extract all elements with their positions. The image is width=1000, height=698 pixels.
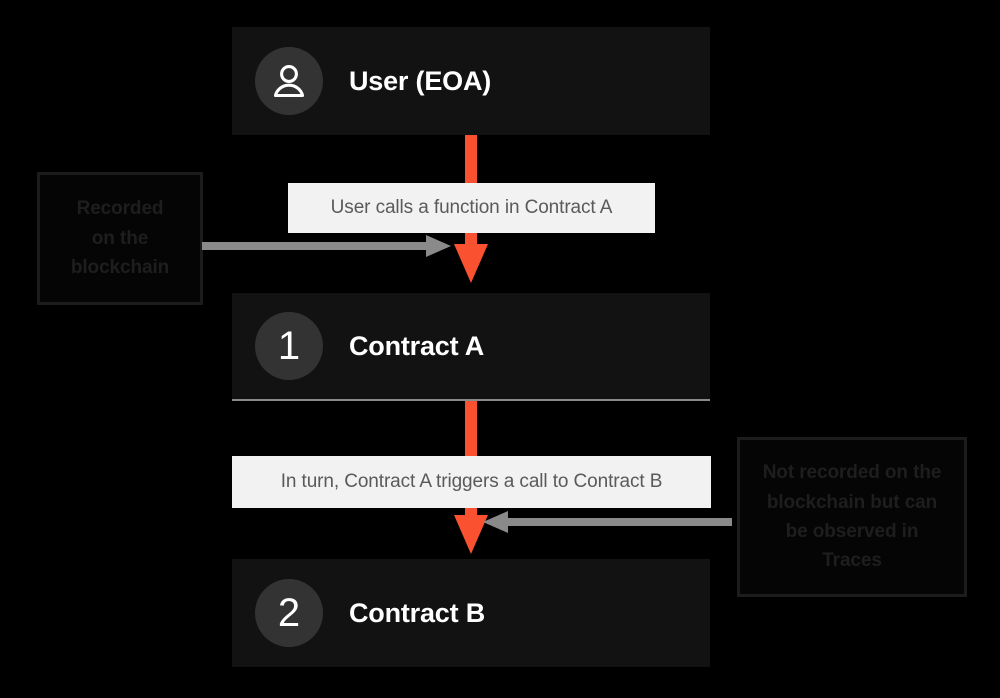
step-number: 1 [277, 324, 301, 368]
person-icon [273, 65, 305, 98]
node-contract-a[interactable]: 1 Contract A [232, 293, 710, 401]
annotation-not-recorded-observed-in-traces: Not recorded on the blockchain but can b… [737, 437, 967, 597]
annotation-line: Recorded [76, 198, 164, 220]
pointer-arrow-right-annotation [482, 508, 732, 536]
message-label-contract-a-triggers-contract-b: In turn, Contract A triggers a call to C… [232, 456, 711, 508]
node-title: Contract B [349, 597, 486, 628]
step-badge-1: 1 [255, 312, 323, 380]
pointer-arrow-left-annotation [202, 232, 452, 260]
user-avatar [255, 47, 323, 115]
node-title: Contract A [349, 330, 485, 361]
annotation-line: Traces [822, 550, 882, 572]
annotation-line: on the [91, 227, 149, 249]
annotation-line: Not recorded on the [762, 462, 942, 484]
node-user-eoa[interactable]: User (EOA) [232, 27, 710, 135]
step-number: 2 [277, 591, 301, 635]
annotation-line: be observed in [785, 521, 919, 542]
annotation-recorded-on-blockchain: Recorded on the blockchain [37, 172, 203, 305]
message-label-user-calls-contract-a: User calls a function in Contract A [288, 183, 655, 233]
node-contract-b[interactable]: 2 Contract B [232, 559, 710, 667]
step-badge-2: 2 [255, 579, 323, 647]
annotation-line: blockchain but can [766, 491, 938, 513]
left-arrow-icon [483, 511, 732, 533]
node-title: User (EOA) [349, 65, 492, 96]
annotation-line: blockchain [70, 257, 170, 279]
right-arrow-icon [202, 235, 451, 257]
